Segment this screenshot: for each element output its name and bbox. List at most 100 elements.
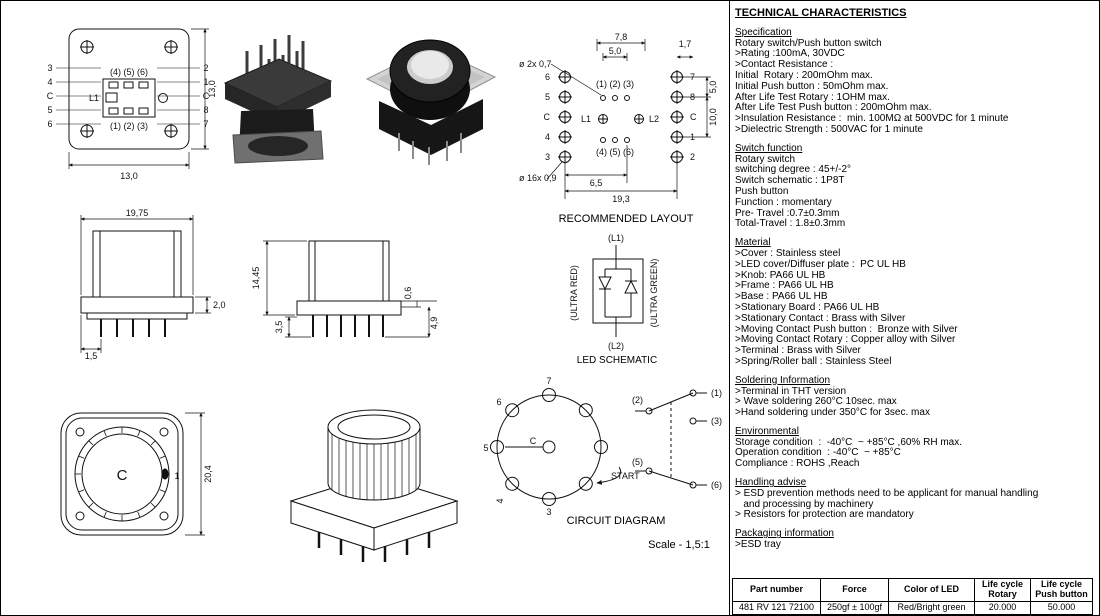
pin-label: 3 (47, 63, 52, 73)
spec-line: >Terminal in THT version (735, 385, 847, 397)
table-cell: 481 RV 121 72100 (732, 600, 821, 615)
spec-line: Storage condition : -40°C ~ +85°C ,60% R… (735, 436, 962, 448)
scale-note: Scale - 1,5:1 (648, 539, 710, 551)
side-view-b-drawing: 14,45 0,6 4,9 3,5 (251, 240, 439, 338)
pin-label: C (47, 91, 54, 101)
spec-line: >Base : PA66 UL HB (735, 291, 828, 303)
spec-line: >Frame : PA66 UL HB (735, 280, 834, 292)
led-schematic-title: LED SCHEMATIC (576, 355, 658, 366)
dim-label: 0,6 (403, 287, 413, 300)
led-label: L2 (649, 114, 659, 124)
dim-label: 7,8 (615, 32, 628, 42)
pin-label: 2 (690, 152, 695, 162)
side-view-a-drawing: 19,75 2,0 1,5 (80, 208, 226, 361)
position-label: 4 (495, 498, 505, 503)
layout-dimensions (546, 39, 711, 199)
circuit-diagram-title: CIRCUIT DIAGRAM (566, 515, 666, 527)
led-label: L1 (581, 114, 591, 124)
spec-line: >Dielectric Strength : 500VAC for 1 minu… (735, 123, 923, 135)
contact-group-label: (1) (2) (3) (110, 121, 148, 131)
led-schematic-drawing: (L1) (L2) (ULTRA RED) (ULTRA GREEN) (569, 233, 659, 351)
pin-label: 5 (545, 92, 550, 102)
iso-line-body (289, 409, 459, 562)
spec-line: Rotary switch (735, 153, 796, 165)
dim-label: 5,0 (609, 46, 622, 56)
position-label: 1 (174, 471, 179, 481)
spec-line: Total-Travel : 1.8±0.3mm (735, 218, 846, 230)
table-header-cell: Part number (732, 578, 821, 602)
spec-line: >ESD tray (735, 539, 781, 551)
dim-label: 20,4 (203, 465, 213, 483)
front-view-outline (68, 28, 190, 150)
circuit-rotary (490, 388, 622, 506)
iso-knob-body (365, 39, 497, 165)
pin-label: 6 (47, 119, 52, 129)
circuit-contact-labels: (2) (1) (3) (5) (6) (632, 388, 722, 490)
spec-line: >Terminal : Brass with Silver (735, 345, 861, 357)
recommended-layout-title: RECOMMENDED LAYOUT (558, 213, 694, 225)
table-header-cell: Life cycle Push button (1030, 578, 1093, 602)
spec-line: >Moving Contact Push button : Bronze wit… (735, 323, 958, 335)
circuit-diagram-drawing: 7 6 5 4 3 C START (2) (1) (3) (5) (6) (483, 376, 722, 517)
section-heading: Material (735, 237, 771, 249)
pin-label: C (690, 112, 697, 122)
side-a-dimensions (80, 215, 211, 353)
dim-label: 2,0 (213, 300, 226, 310)
position-label: 6 (496, 397, 501, 407)
section-heading: Handling advise (735, 477, 807, 489)
dim-label: 1,7 (679, 39, 692, 49)
spec-line: >LED cover/Diffuser plate : PC UL HB (735, 258, 906, 270)
side-b-dimensions (263, 240, 437, 338)
pin-label: 3 (545, 152, 550, 162)
spec-line: Function : momentary (735, 196, 832, 208)
dim-label: 14,45 (251, 267, 261, 290)
spec-line: >Stationary Board : PA66 UL HB (735, 301, 880, 313)
position-label: 3 (546, 507, 551, 517)
spec-line: Compliance : ROHS ,Reach (735, 458, 860, 470)
dim-label: 5,0 (708, 81, 718, 94)
spec-line: >Knob: PA66 UL HB (735, 269, 826, 281)
spec-line: >Rating :100mA, 30VDC (735, 48, 845, 60)
dim-label: 19,3 (612, 194, 630, 204)
dim-label: 6,5 (590, 178, 603, 188)
layout-pads (558, 70, 684, 164)
pin-label: C (544, 112, 551, 122)
section-heading: Packaging information (735, 528, 834, 540)
side-a-outline (80, 230, 194, 337)
led-color-label: (ULTRA RED) (569, 265, 579, 321)
spec-line: > Resistors for protection are mandatory (735, 509, 914, 521)
spec-line: Push button (735, 185, 789, 197)
contact-group-label: (4) (5) (6) (596, 147, 634, 157)
spec-line: >Contact Resistance : (735, 59, 834, 71)
spec-line: Pre- Travel :0.7±0.3mm (735, 207, 840, 219)
iso-body (223, 58, 333, 164)
spec-line: After Life Test Push button : 200mOhm ma… (735, 102, 932, 114)
dim-label: 3,5 (274, 321, 284, 334)
iso-line-drawing (289, 409, 459, 562)
led-symbols (592, 245, 644, 337)
front-view-drawing: 3 4 C 5 6 2 1 C 8 7 (4) (5) (6) (1) (2) … (47, 28, 217, 181)
table-cell: 20.000 (974, 600, 1031, 615)
pin-label: 7 (203, 119, 208, 129)
spec-line: and processing by machinery (735, 498, 874, 510)
hole-callout: ø 2x 0,7 (519, 59, 552, 69)
iso-view-knob-drawing (365, 39, 497, 165)
spec-line: After Life Test Rotary : 1OHM max. (735, 91, 890, 103)
section-heading: Switch function (735, 142, 803, 154)
pin-label: 2 (203, 63, 208, 73)
contact-label: (5) (632, 457, 643, 467)
contact-label: (3) (711, 416, 722, 426)
pin-label: 4 (545, 132, 550, 142)
contact-label: (1) (711, 388, 722, 398)
front-view-dimensions (68, 28, 209, 169)
section-heading: Specification (735, 26, 792, 38)
dim-label: 13,0 (207, 80, 217, 98)
top-view-drawing: C 1 20,4 (60, 412, 213, 536)
spec-line: >Stationary Contact : Brass with Silver (735, 312, 906, 324)
pin-label: 8 (203, 105, 208, 115)
spec-line: Switch schematic : 1P8T (735, 175, 845, 187)
